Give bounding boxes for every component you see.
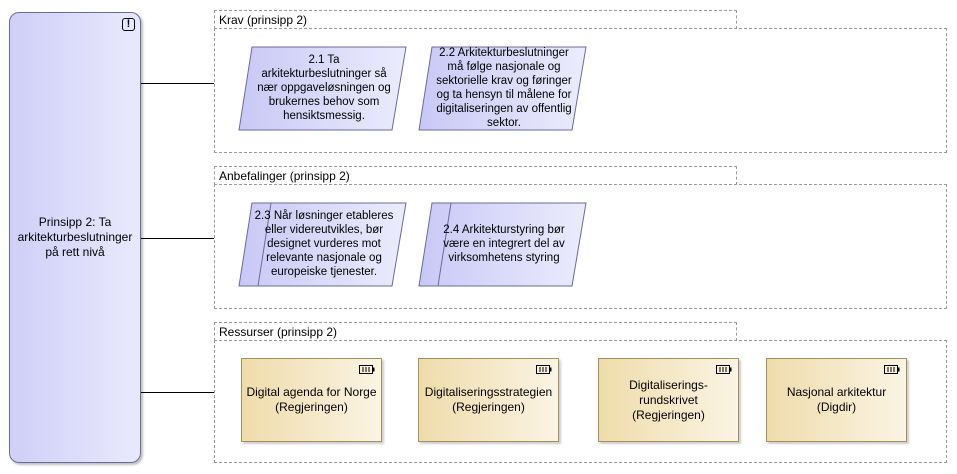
resource-icon: [884, 365, 900, 374]
connector-krav: [141, 83, 214, 84]
requirement-2-1[interactable]: 2.1 Ta arkitekturbeslutninger så nær opp…: [238, 46, 407, 131]
resource-icon: [716, 365, 732, 374]
resource-icon: [359, 365, 375, 374]
group-ressurser-title: Ressurser (prinsipp 2): [219, 325, 338, 339]
principle-label: Prinsipp 2: Ta arkitekturbeslutninger på…: [17, 215, 133, 259]
requirement-shape: [238, 46, 407, 131]
constraint-icon: !: [122, 18, 135, 31]
recommendation-label: 2.3 Når løsninger etableres eller videre…: [254, 210, 394, 278]
connector-ressurser: [141, 392, 214, 393]
resource-digitaliseringsrundskrivet[interactable]: Digitaliserings-rundskrivet (Regjeringen…: [598, 358, 739, 442]
resource-nasjonal-arkitektur[interactable]: Nasjonal arkitektur (Digdir): [766, 358, 907, 442]
resource-digitaliseringsstrategien[interactable]: Digitaliseringsstrategien (Regjeringen): [418, 358, 559, 442]
resource-digital-agenda[interactable]: Digital agenda for Norge (Regjeringen): [241, 358, 382, 442]
group-anbefalinger-tab: Anbefalinger (prinsipp 2): [214, 166, 737, 185]
resource-label: Digitaliserings-rundskrivet (Regjeringen…: [629, 377, 708, 422]
recommendation-2-4[interactable]: 2.4 Arkitekturstyring bør være en integr…: [418, 202, 587, 287]
group-krav-title: Krav (prinsipp 2): [219, 13, 308, 27]
resource-label: Digital agenda for Norge (Regjeringen): [246, 385, 377, 414]
group-krav-tab: Krav (prinsipp 2): [214, 10, 737, 29]
requirement-2-2[interactable]: 2.2 Arkitekturbeslutninger må følge nasj…: [418, 46, 587, 131]
connector-anbefalinger: [141, 238, 214, 239]
resource-icon: [536, 365, 552, 374]
principle-box[interactable]: ! Prinsipp 2: Ta arkitekturbeslutninger …: [9, 12, 141, 463]
requirement-label: 2.2 Arkitekturbeslutninger må følge nasj…: [436, 47, 572, 129]
resource-label: Digitaliseringsstrategien (Regjeringen): [424, 385, 553, 414]
recommendation-2-3[interactable]: 2.3 Når løsninger etableres eller videre…: [238, 202, 407, 287]
group-anbefalinger-title: Anbefalinger (prinsipp 2): [219, 169, 350, 183]
requirement-shape: [418, 46, 587, 131]
recommendation-shape: [418, 202, 587, 287]
recommendation-label: 2.4 Arkitekturstyring bør være en integr…: [443, 224, 565, 264]
requirement-label: 2.1 Ta arkitekturbeslutninger så nær opp…: [257, 54, 391, 122]
resource-label: Nasjonal arkitektur (Digdir): [786, 385, 887, 414]
group-ressurser-tab: Ressurser (prinsipp 2): [214, 322, 737, 341]
recommendation-shape: [238, 202, 407, 287]
